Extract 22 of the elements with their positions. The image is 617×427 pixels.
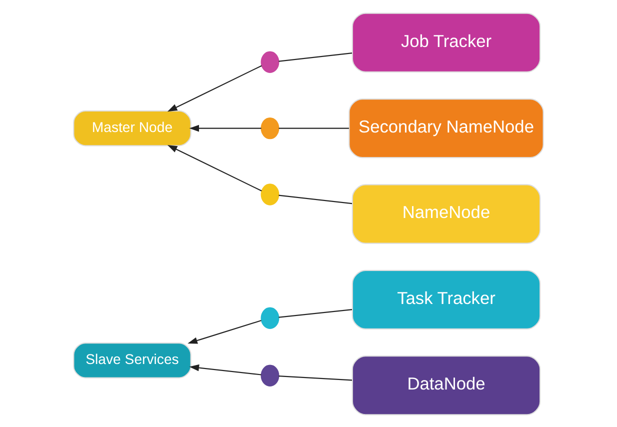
connector: [278, 308, 352, 318]
node-circle: [260, 116, 280, 139]
arrow: [167, 144, 262, 191]
node-box: Slave Services: [73, 342, 192, 378]
node-box: Master Node: [73, 110, 192, 146]
node-circle: [260, 183, 280, 205]
node-circle: [260, 50, 280, 72]
node-box: NameNode: [352, 184, 541, 244]
arrow: [167, 64, 262, 112]
connector: [278, 375, 352, 380]
node-box: DataNode: [352, 355, 541, 415]
arrow: [189, 124, 262, 132]
node-box: Task Tracker: [352, 269, 541, 330]
node-circle: [260, 306, 280, 328]
node-box: Secondary NameNode: [348, 98, 544, 158]
arrow: [188, 320, 262, 344]
connector: [278, 52, 352, 62]
connector: [278, 127, 349, 128]
node-box: Job Tracker: [352, 12, 541, 72]
node-circle: [260, 364, 280, 386]
connector: [278, 194, 352, 204]
arrow: [189, 364, 262, 375]
